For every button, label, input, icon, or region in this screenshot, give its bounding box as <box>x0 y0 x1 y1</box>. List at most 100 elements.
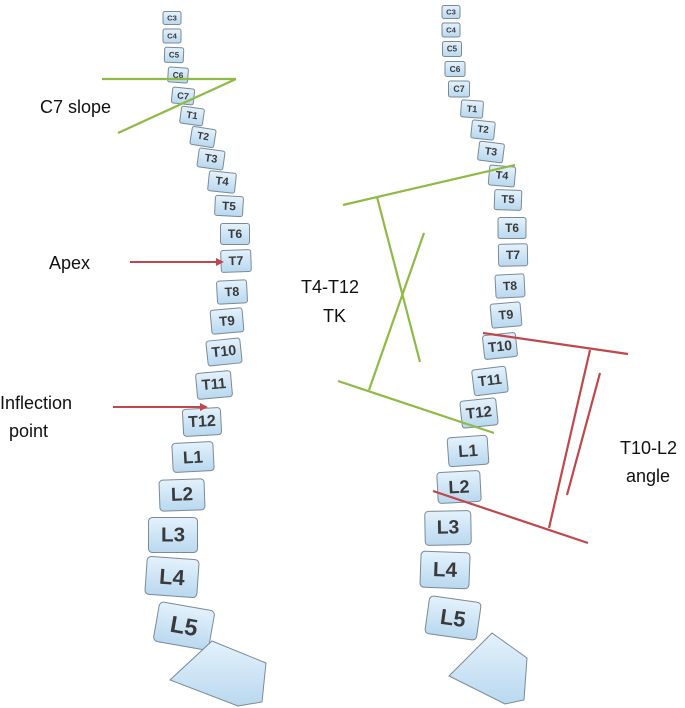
right-vertebra-t1: T1 <box>460 99 484 119</box>
vertebra-body <box>214 194 244 218</box>
vertebra-label: T4 <box>495 169 509 182</box>
vertebra-body <box>216 279 248 305</box>
vertebra-label: T7 <box>228 254 243 269</box>
vertebra-label: L4 <box>158 564 185 591</box>
angle-label-line2: angle <box>626 466 670 486</box>
t4-endplate-line <box>342 163 516 207</box>
left-sacrum <box>169 640 267 707</box>
vertebra-label: T8 <box>503 279 518 294</box>
l2-perpendicular <box>565 372 602 496</box>
left-vertebra-t7: T7 <box>220 249 252 273</box>
t10-perpendicular <box>547 349 592 529</box>
vertebra-body <box>189 126 217 148</box>
right-vertebra-t9: T9 <box>489 301 523 329</box>
tk-label-line2: TK <box>323 306 346 326</box>
vertebra-label: T7 <box>506 248 521 262</box>
vertebra-label: T5 <box>501 194 515 206</box>
vertebra-body <box>163 46 185 64</box>
vertebra-body <box>419 550 471 590</box>
vertebra-label: T12 <box>465 403 493 423</box>
t4-t12-tk-annotation: T4-T12 TK <box>301 163 516 435</box>
vertebra-label: T8 <box>224 285 239 300</box>
right-vertebra-t6: T6 <box>497 217 527 239</box>
right-vertebra-l4: L4 <box>419 550 471 590</box>
vertebra-label: T6 <box>228 227 242 241</box>
vertebra-label: L5 <box>439 604 468 632</box>
left-vertebra-t11: T11 <box>195 370 233 400</box>
vertebra-label: L4 <box>433 558 458 582</box>
vertebra-label: C6 <box>450 64 461 74</box>
left-vertebra-t2: T2 <box>189 126 217 148</box>
left-vertebra-c3: C3 <box>162 11 182 25</box>
vertebra-body <box>494 273 526 299</box>
vertebra-label: T9 <box>219 313 236 329</box>
right-vertebra-c6: C6 <box>444 61 466 77</box>
right-vertebra-l1: L1 <box>446 434 490 468</box>
vertebra-body <box>148 517 198 553</box>
vertebra-label: L2 <box>171 484 194 506</box>
vertebra-body <box>424 595 482 641</box>
vertebra-label: C4 <box>446 26 456 35</box>
t4-perpendicular <box>375 196 422 363</box>
left-vertebra-t9: T9 <box>209 307 245 335</box>
right-sacrum <box>448 632 528 705</box>
apex-label: Apex <box>49 253 90 273</box>
vertebra-body <box>471 365 509 397</box>
right-vertebra-t10: T10 <box>482 332 518 360</box>
vertebra-body <box>424 510 472 546</box>
t10-l2-angle-annotation: T10-L2 angle <box>432 331 677 545</box>
vertebra-body <box>477 140 505 164</box>
vertebra-body <box>497 217 527 239</box>
vertebra-label: C5 <box>169 50 180 59</box>
vertebra-label: T6 <box>505 221 519 235</box>
right-vertebra-t12: T12 <box>459 397 499 429</box>
vertebra-body <box>470 119 496 141</box>
vertebra-label: T12 <box>188 413 217 431</box>
left-vertebra-t5: T5 <box>214 194 244 218</box>
vertebra-label: C7 <box>453 84 464 94</box>
vertebra-body <box>144 556 200 598</box>
vertebra-body <box>220 223 250 245</box>
right-vertebra-t2: T2 <box>470 119 496 141</box>
vertebra-body <box>448 80 470 98</box>
left-vertebra-l4: L4 <box>144 556 200 598</box>
angle-label-line1: T10-L2 <box>620 438 677 458</box>
vertebra-body <box>497 243 529 267</box>
tk-label-line1: T4-T12 <box>301 277 359 297</box>
vertebra-body <box>444 61 466 77</box>
vertebra-label: T11 <box>477 372 503 391</box>
right-vertebra-c3: C3 <box>441 5 461 19</box>
left-vertebra-t12: T12 <box>181 407 223 437</box>
vertebra-body <box>460 99 484 119</box>
vertebra-body <box>153 601 215 651</box>
vertebra-label: C5 <box>447 45 458 54</box>
inflection-label-line2: point <box>9 421 48 441</box>
c7-slope-label: C7 slope <box>40 97 111 117</box>
vertebra-label: T5 <box>222 199 237 214</box>
right-vertebra-l5: L5 <box>424 595 482 641</box>
vertebra-body <box>489 301 523 329</box>
vertebra-body <box>446 434 490 468</box>
right-vertebra-t5: T5 <box>493 189 523 211</box>
vertebra-body <box>195 370 233 400</box>
t10-endplate-line <box>482 331 629 356</box>
left-vertebra-t3: T3 <box>196 147 226 171</box>
right-spine: C3C4C5C6C7T1T2T3T4T5T6T7T8T9T10T11T12L1L… <box>419 5 529 705</box>
left-vertebra-l2: L2 <box>158 478 206 512</box>
vertebra-label: T1 <box>186 110 199 123</box>
vertebra-label: T4 <box>215 175 230 188</box>
vertebra-body <box>158 478 206 512</box>
vertebra-body <box>205 337 243 367</box>
vertebra-body <box>179 105 205 127</box>
vertebra-label: C6 <box>172 70 184 81</box>
vertebra-label: T1 <box>466 104 477 115</box>
left-vertebra-t10: T10 <box>205 337 243 367</box>
left-vertebra-t4: T4 <box>207 170 237 194</box>
left-vertebra-c6: C6 <box>167 66 189 84</box>
vertebra-label: T2 <box>196 131 210 144</box>
vertebra-body <box>493 189 523 211</box>
left-vertebra-l3: L3 <box>148 517 198 553</box>
vertebra-body <box>441 22 461 38</box>
vertebra-label: C3 <box>167 14 177 23</box>
